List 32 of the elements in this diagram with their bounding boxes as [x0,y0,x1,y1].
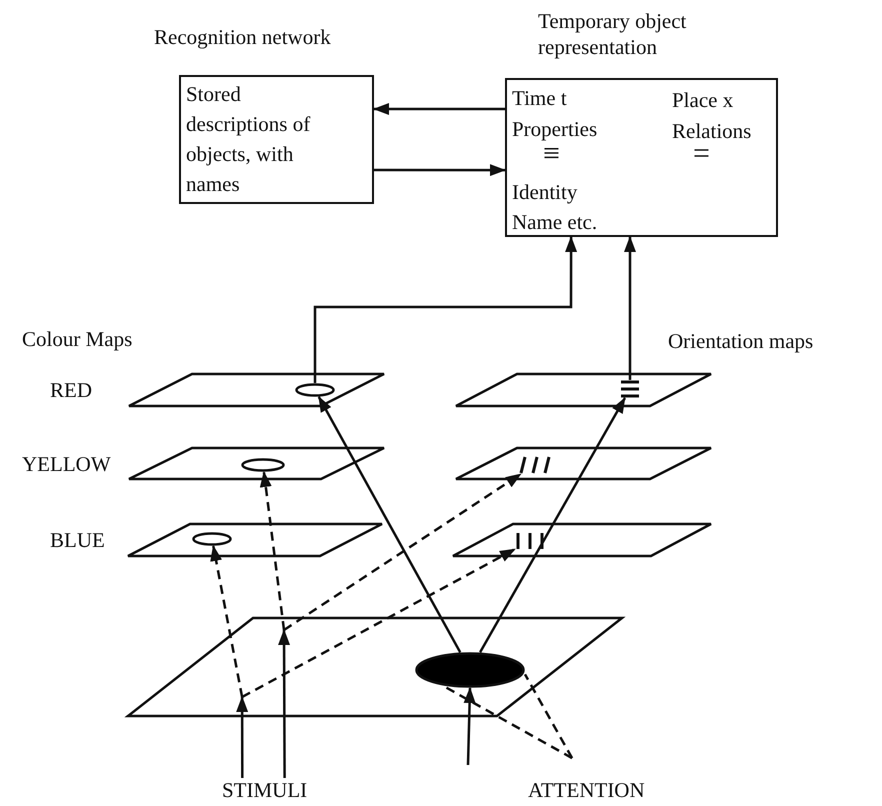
arrow [318,396,462,653]
box-text: ≡ [543,142,560,166]
box-text: Properties [512,117,598,141]
group-label: Orientation maps [668,329,814,353]
arrow [236,696,248,778]
box-text: Name etc. [512,210,598,234]
group-label: Colour Maps [22,327,132,351]
map-label: RED [50,378,92,402]
arrow [374,164,506,176]
box-text: Identity [512,180,578,204]
box-text: Relations [672,119,752,143]
map-label: BLUE [50,528,105,552]
representation-heading: Temporary object representation [538,8,688,60]
arrow [373,103,505,115]
arrow [314,236,578,383]
network-heading: Recognition network [154,24,332,50]
input-label: STIMULI [222,778,308,802]
dashed-arrow [210,545,244,698]
arrow [624,236,636,380]
box-text: Stored descriptions of objects, with names [186,81,312,198]
dashed-arrow [242,548,516,698]
box-text: Time t [512,86,567,110]
dashed-arrow [260,471,286,630]
box-text: Place x [672,88,734,112]
dashed-arrow [283,472,522,632]
map-label: YELLOW [22,452,111,476]
box-text: = [693,142,710,166]
arrow [464,687,476,766]
input-label: ATTENTION [528,778,645,802]
arrow [479,397,626,653]
arrow [278,629,290,778]
dashed-line [524,674,574,759]
